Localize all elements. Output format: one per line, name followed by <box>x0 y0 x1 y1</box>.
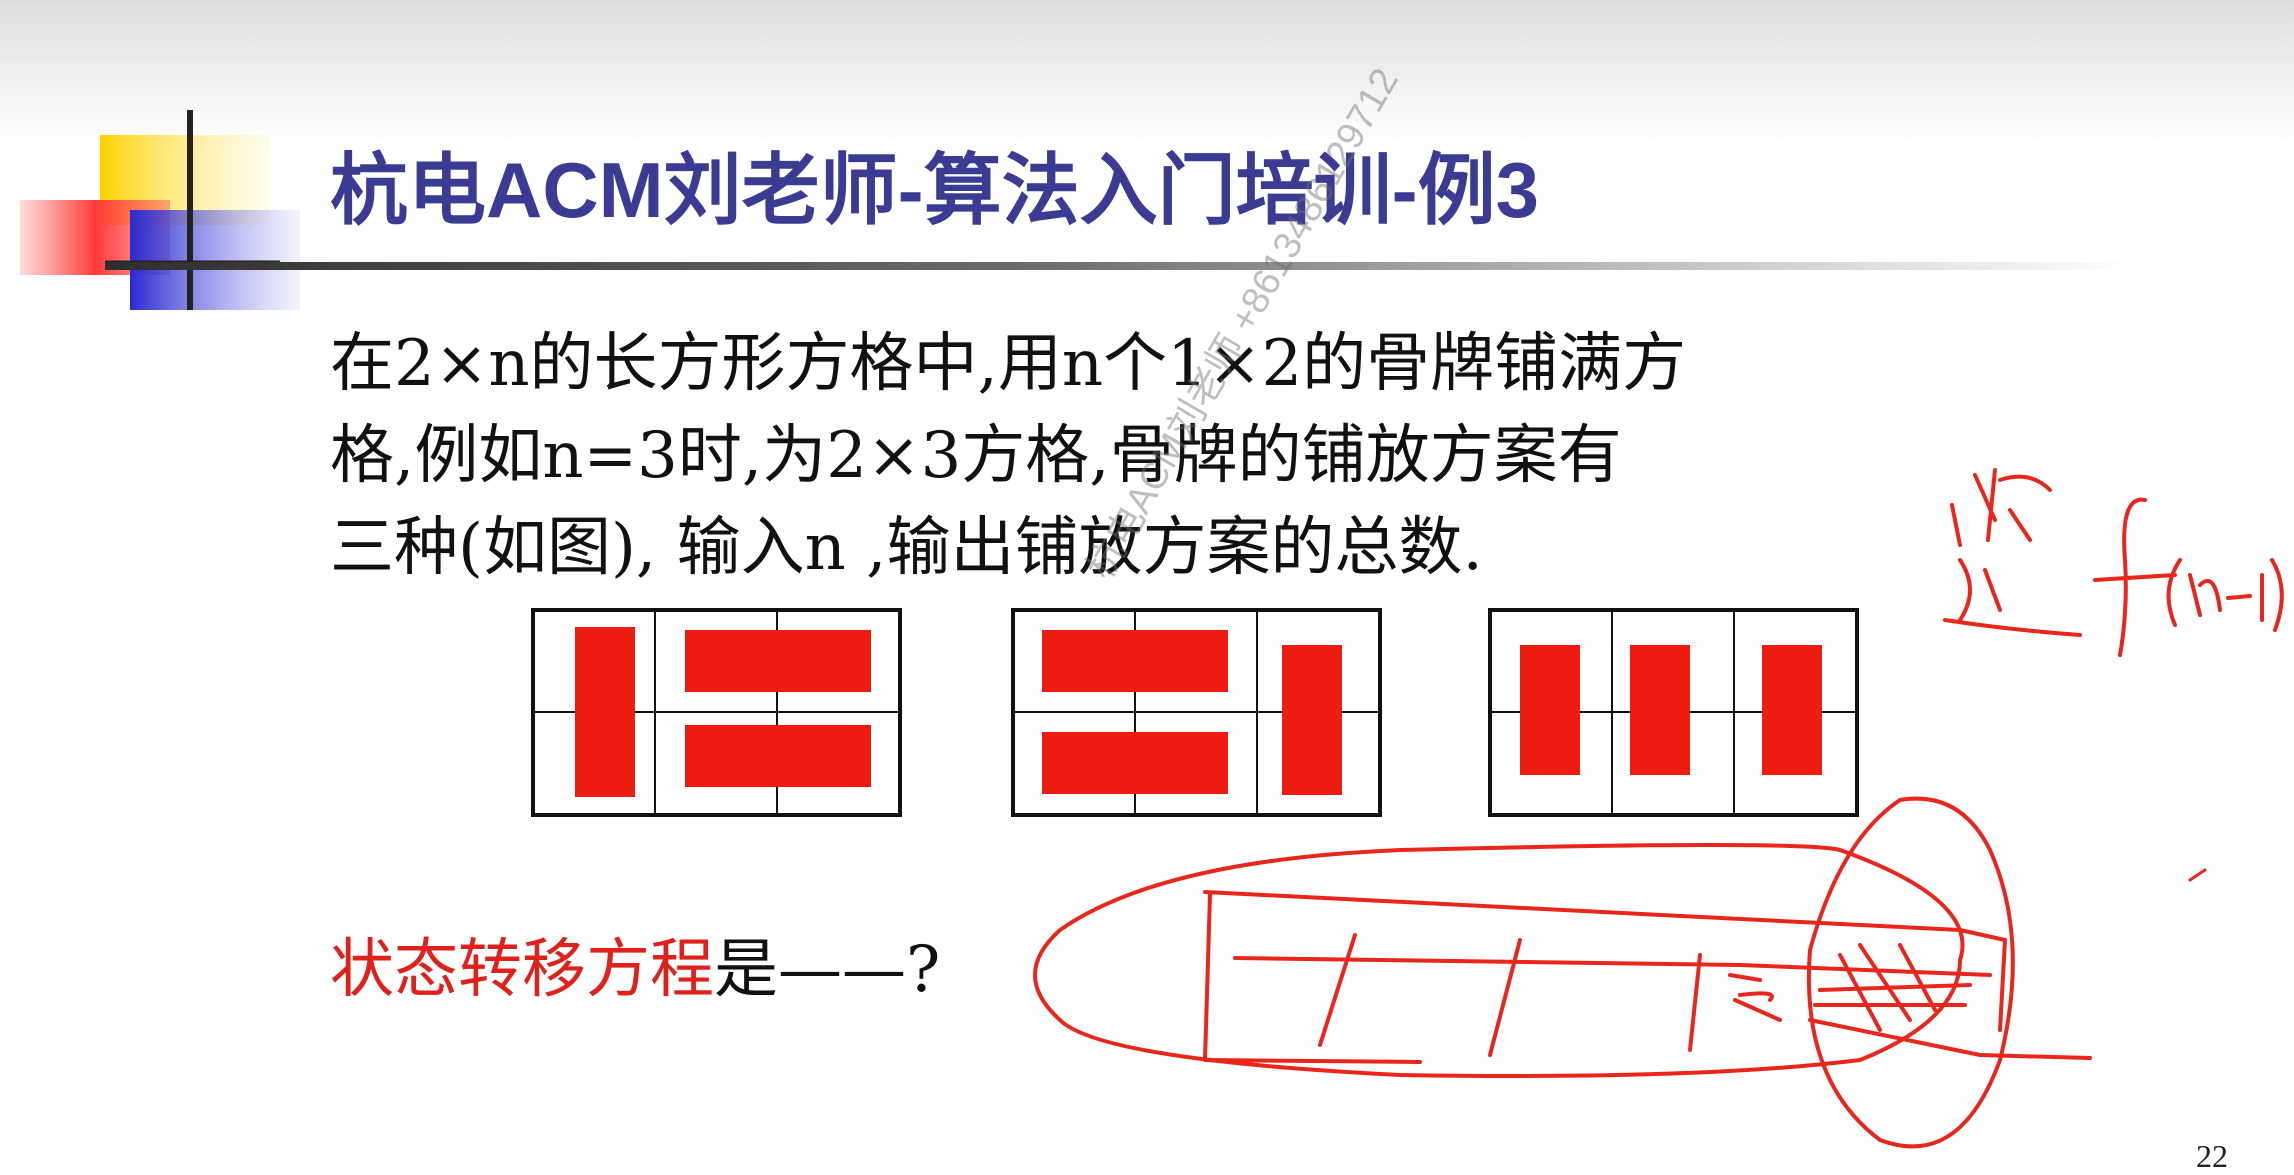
domino-vertical <box>575 627 635 797</box>
slide-header-background <box>0 0 2294 150</box>
domino-vertical <box>1282 645 1342 795</box>
domino-vertical <box>1762 645 1822 775</box>
tiling-3 <box>1488 608 1859 817</box>
domino-vertical <box>1630 645 1690 775</box>
handwritten-loop <box>1033 843 1965 1078</box>
problem-line-2: 格,例如n=3时,为2×3方格,骨牌的铺放方案有 <box>330 419 1622 493</box>
page-number: 22 <box>2196 1138 2228 1174</box>
handwritten-grid <box>1203 890 2092 1064</box>
slide-title: 杭电ACM刘老师-算法入门培训-例3 <box>330 146 1539 234</box>
tiling-2 <box>1011 608 1382 817</box>
question-line: 状态转移方程是——? <box>330 918 940 1010</box>
tiling-1 <box>531 608 902 817</box>
problem-statement: 在2×n的长方形方格中,用n个1×2的骨牌铺满方 格,例如n=3时,为2×3方格… <box>330 318 2020 594</box>
handwritten-oval <box>1806 796 2015 1149</box>
corner-decoration <box>20 110 300 310</box>
problem-line-1: 在2×n的长方形方格中,用n个1×2的骨牌铺满方 <box>330 327 1687 401</box>
domino-horizontal <box>1042 732 1228 794</box>
domino-horizontal <box>685 725 871 787</box>
question-highlight: 状态转移方程 <box>330 933 714 1007</box>
question-rest: 是——? <box>714 933 941 1007</box>
problem-line-3: 三种(如图), 输入n ,输出铺放方案的总数. <box>330 511 1483 585</box>
handwritten-formula <box>2093 497 2284 657</box>
domino-horizontal <box>1042 630 1228 692</box>
domino-vertical <box>1520 645 1580 775</box>
title-divider <box>105 262 2135 270</box>
domino-horizontal <box>685 630 871 692</box>
domino-tilings-figure <box>531 608 1859 817</box>
